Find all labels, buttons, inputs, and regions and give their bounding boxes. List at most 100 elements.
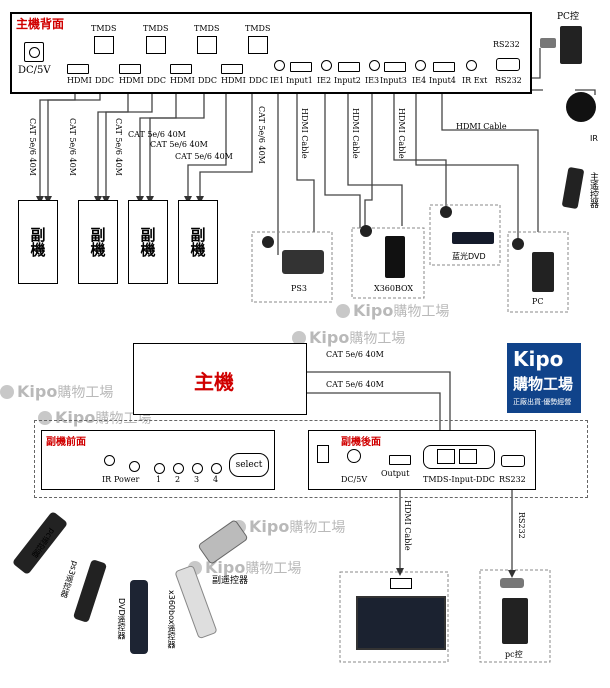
watermark-text: 購物工場 <box>289 520 346 536</box>
front-label: Power <box>114 475 140 484</box>
rj45-port <box>459 449 477 464</box>
input-label: IE1 <box>270 76 285 85</box>
front-label: 3 <box>194 475 200 484</box>
logo-name: 購物工場 <box>513 375 574 393</box>
pc-ctrl-label: pc控 <box>505 650 523 659</box>
hdmi-port <box>67 64 89 74</box>
pc-tower-icon <box>502 598 528 644</box>
hdmi-cable-label: HDMI Cable <box>351 108 360 159</box>
ps3-label: PS3 <box>291 284 307 293</box>
input-2-indicator <box>173 463 184 474</box>
input-label: Input4 <box>429 76 456 85</box>
watermark-text: 購物工場 <box>393 304 450 320</box>
sub-back-panel: 副機後面 DC/5V Output TMDS-Input-DDC RS232 <box>308 430 536 490</box>
power-jack <box>347 449 361 463</box>
front-label: 2 <box>175 475 181 484</box>
hdmi-input-port <box>384 62 406 72</box>
input-label: IE4 <box>412 76 427 85</box>
watermark-brand: Kipo <box>55 408 96 427</box>
ir-receiver-icon <box>566 92 596 122</box>
cat-cable-label: CAT 5e/6 40M <box>128 130 186 139</box>
watermark: Kipo購物工場 <box>188 558 301 578</box>
port-label: HDMI <box>67 76 92 85</box>
main-remote-label: 主遙控器 <box>588 172 598 208</box>
rj45-port <box>146 36 166 54</box>
main-unit-label: 主機 <box>194 370 234 394</box>
ir-jack <box>274 60 285 71</box>
power-indicator <box>129 461 140 472</box>
input-label: Input1 <box>286 76 313 85</box>
hdmi-cable-label: HDMI Cable <box>403 500 412 551</box>
cat-line-label: CAT 5e/6 40M <box>326 350 384 359</box>
port-label: DDC <box>95 76 114 85</box>
cat-cable-label: CAT 5e/6 40M <box>150 140 208 149</box>
select-button[interactable]: select <box>229 453 269 477</box>
watermark-brand: Kipo <box>309 328 350 347</box>
sub-unit-panels <box>34 420 588 498</box>
main-back-panel: 主機背面 DC/5V TMDS TMDS TMDS TMDS HDMI DDC … <box>10 12 532 94</box>
input-label: Input3 <box>380 76 407 85</box>
logo-tagline: 正廠出貨·優勢經營 <box>513 398 572 406</box>
ir-eye-icon <box>440 206 452 218</box>
hdmi-cable-label: HDMI Cable <box>456 122 507 131</box>
sub-back-title: 副機後面 <box>341 437 381 448</box>
sub-unit: 副機 <box>18 200 58 284</box>
hdmi-connector-icon <box>390 578 412 589</box>
watermark-text: 購物工場 <box>349 331 406 347</box>
remote-label: x360box遥控器 <box>167 590 176 649</box>
input-4-indicator <box>211 463 222 474</box>
hdmi-input-port <box>433 62 455 72</box>
rs232-top-label: RS232 <box>493 40 520 49</box>
input-label: IE2 <box>317 76 332 85</box>
sub-unit: 副機 <box>78 200 118 284</box>
port-label: HDMI <box>221 76 246 85</box>
hdmi-port <box>221 64 243 74</box>
port-label: DDC <box>198 76 217 85</box>
rj45-port <box>94 36 114 54</box>
rj45-port <box>437 449 455 464</box>
tmds-label: TMDS <box>143 24 169 33</box>
front-label: 1 <box>156 475 162 484</box>
hdmi-cable-label: HDMI Cable <box>300 108 309 159</box>
port-label: HDMI <box>170 76 195 85</box>
cat-cable-label: CAT 5e/6 40M <box>68 118 77 176</box>
ir-ext-jack <box>466 60 477 71</box>
ir-jack <box>369 60 380 71</box>
cat-cable-label: CAT 5e/6 40M <box>114 118 123 176</box>
watermark-brand: Kipo <box>353 301 394 320</box>
port-label: DDC <box>249 76 268 85</box>
kipo-logo: Kipo 購物工場 正廠出貨·優勢經營 <box>507 343 581 413</box>
watermark-icon <box>336 304 350 318</box>
pc-tower-icon <box>532 252 554 292</box>
hdmi-input-port <box>338 62 360 72</box>
ir-eye-icon <box>512 238 524 250</box>
front-label: 4 <box>213 475 219 484</box>
input-label: IR Ext <box>462 76 488 85</box>
input-label: RS232 <box>495 76 522 85</box>
power-switch[interactable] <box>317 445 329 463</box>
cat-cable-label: CAT 5e/6 40M <box>28 118 37 176</box>
watermark-brand: Kipo <box>249 517 290 536</box>
tmds-label: TMDS <box>91 24 117 33</box>
watermark-brand: Kipo <box>17 382 58 401</box>
rs232-port <box>501 455 525 467</box>
rs232-label: RS232 <box>499 475 526 484</box>
port-label: HDMI <box>119 76 144 85</box>
watermark-brand: Kipo <box>205 558 246 577</box>
watermark-text: 購物工場 <box>245 561 302 577</box>
sub-unit: 副機 <box>128 200 168 284</box>
xbox-console-icon <box>385 236 405 278</box>
tmds-label: TMDS <box>194 24 220 33</box>
ir-jack <box>415 60 426 71</box>
hdmi-output-port <box>389 455 411 465</box>
tmds-label: TMDS-Input-DDC <box>423 475 495 484</box>
hdmi-input-port <box>290 62 312 72</box>
main-back-title: 主機背面 <box>16 17 65 31</box>
sub-front-panel: 副機前面 IR Power 1 2 3 4 select <box>41 430 275 490</box>
watermark-text: 購物工場 <box>95 411 152 427</box>
watermark: Kipo購物工場 <box>232 517 345 537</box>
rj45-port <box>197 36 217 54</box>
watermark: Kipo購物工場 <box>336 301 449 321</box>
rs232-cable-label: RS232 <box>517 512 526 539</box>
